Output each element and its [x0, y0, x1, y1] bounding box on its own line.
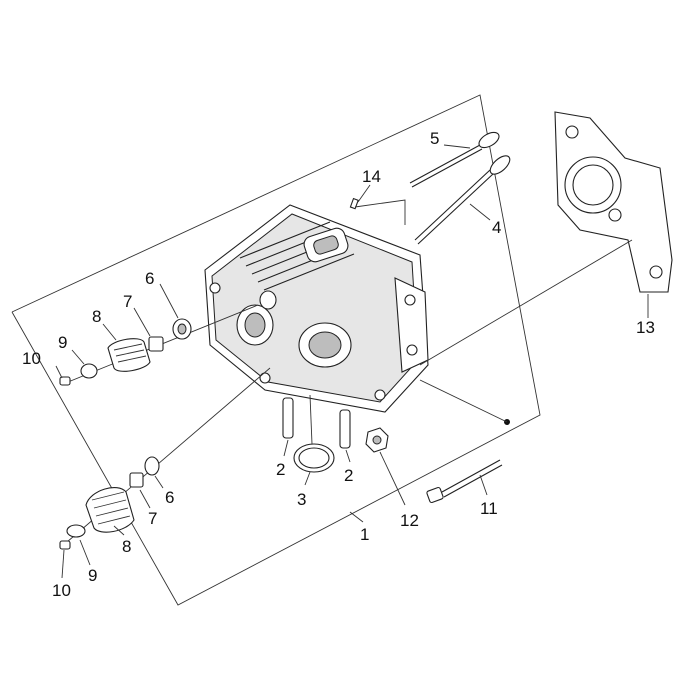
callout-11: 11: [480, 499, 498, 518]
part-9-upper-retainer: [80, 363, 98, 379]
part-11-bolt: [419, 379, 510, 504]
part-2-dowels: [282, 397, 351, 449]
callout-14: 14: [362, 167, 381, 186]
callout-labels: 1 2 2 3 4 5 6 6 7 7 8 8 9 9 10 10 11 12 …: [22, 129, 655, 600]
callout-2-right: 2: [344, 466, 353, 485]
part-8-upper-spring: [107, 338, 151, 372]
part-14-pin: [349, 197, 406, 225]
part-13-gasket: [419, 111, 673, 366]
callout-6-upper: 6: [145, 269, 154, 288]
callout-10-upper: 10: [22, 349, 41, 368]
callout-3: 3: [297, 490, 306, 509]
part-9-lower-retainer: [66, 524, 86, 538]
part-5-valve: [409, 131, 500, 188]
callout-8-upper: 8: [92, 307, 101, 326]
callout-9-upper: 9: [58, 333, 67, 352]
callout-7-upper: 7: [123, 292, 132, 311]
part-8-lower-spring: [85, 487, 135, 533]
callout-2-left: 2: [276, 460, 285, 479]
callout-13: 13: [636, 318, 655, 337]
part-3-o-ring: [293, 394, 335, 473]
cylinder-head: [204, 204, 429, 413]
leader-lines: [55, 144, 649, 579]
callout-9-lower: 9: [88, 566, 97, 585]
part-12-nut: [365, 427, 389, 453]
lower-valve-train: [59, 367, 271, 550]
callout-1: 1: [360, 525, 369, 544]
callout-6-lower: 6: [165, 488, 174, 507]
part-10-upper-cotter: [59, 376, 71, 386]
part-7-upper-keeper: [148, 336, 164, 352]
callout-7-lower: 7: [148, 509, 157, 528]
callout-4: 4: [492, 218, 501, 237]
upper-valve-train: [59, 304, 259, 386]
part-4-valve: [414, 155, 511, 245]
callout-12: 12: [400, 511, 419, 530]
part-10-lower-cotter: [59, 540, 71, 550]
callout-8-lower: 8: [122, 537, 131, 556]
part-6-lower-seal: [144, 456, 160, 476]
callout-10-lower: 10: [52, 581, 71, 600]
callout-5: 5: [430, 129, 439, 148]
part-7-lower-keeper: [129, 472, 144, 488]
